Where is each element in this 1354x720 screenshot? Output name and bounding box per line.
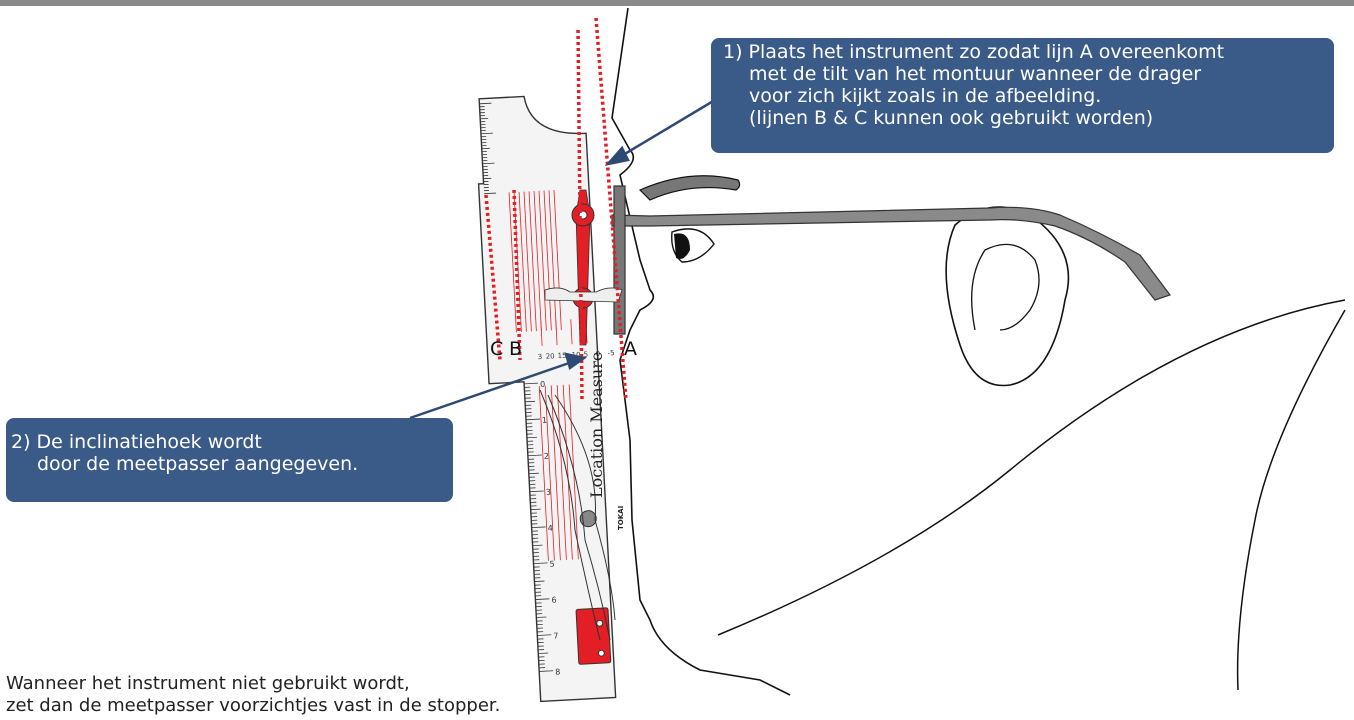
callout-step-2-line-2: door de meetpasser aangegeven.	[11, 453, 453, 475]
ruler-tick	[536, 617, 546, 618]
stopper-pin-bottom	[598, 650, 604, 656]
ruler: 012345678320151050-5	[474, 92, 632, 703]
callout-step-1: 1) Plaats het instrument zo zodat lijn A…	[711, 38, 1334, 153]
protractor-tick-label: 20	[546, 352, 555, 360]
ruler-tick	[529, 473, 539, 474]
ruler-tick	[538, 653, 548, 654]
bottom-note-line-1: Wanneer het instrument niet gebruikt wor…	[6, 673, 500, 695]
ruler-maker-label: TOKAI	[617, 506, 625, 530]
ruler-tick	[531, 509, 541, 510]
callout-step-1-line-2: met de tilt van het montuur wanneer de d…	[723, 63, 1334, 85]
ear-inner	[972, 244, 1039, 330]
stopper	[576, 608, 611, 665]
callout-step-2-line-1: 2) De inclinatiehoek wordt	[11, 431, 453, 453]
callout-step-1-line-3: voor zich kijkt zoals in de afbeelding.	[723, 85, 1334, 107]
ruler-tick-label: 6	[551, 595, 557, 604]
stopper-pin-top	[597, 620, 603, 626]
arrow-head-1	[608, 148, 628, 164]
bottom-note: Wanneer het instrument niet gebruikt wor…	[6, 673, 500, 717]
jaw-line	[718, 300, 1345, 635]
line-label-a: A	[624, 338, 637, 360]
protractor-tick-label: 3	[538, 353, 543, 361]
ruler-tick-label: 7	[553, 631, 559, 640]
ruler-tick	[534, 581, 544, 582]
callout-step-1-line-1: 1) Plaats het instrument zo zodat lijn A…	[723, 41, 1334, 63]
back-of-head-line	[1238, 310, 1345, 690]
callout-step-2: 2) De inclinatiehoek wordt door de meetp…	[6, 418, 453, 502]
arrow-line-1	[618, 100, 715, 158]
ruler-tick-label: 5	[549, 560, 555, 569]
ruler-tick-label: 0	[540, 380, 546, 389]
ruler-tick-label: 8	[555, 667, 561, 676]
protractor-tick-label: -5	[607, 349, 614, 357]
ruler-tick	[533, 545, 543, 546]
ear	[946, 207, 1068, 386]
line-label-c: C	[490, 338, 503, 360]
bottom-note-line-2: zet dan de meetpasser voorzichtjes vast …	[6, 695, 500, 717]
callout-step-1-line-4: (lijnen B & C kunnen ook gebruikt worden…	[723, 107, 1334, 129]
line-label-b: B	[509, 338, 522, 360]
ruler-brand-label: Location Measure	[587, 358, 606, 498]
ruler-tick	[525, 401, 535, 402]
eyebrow	[640, 176, 740, 200]
ruler-tick	[527, 437, 537, 438]
